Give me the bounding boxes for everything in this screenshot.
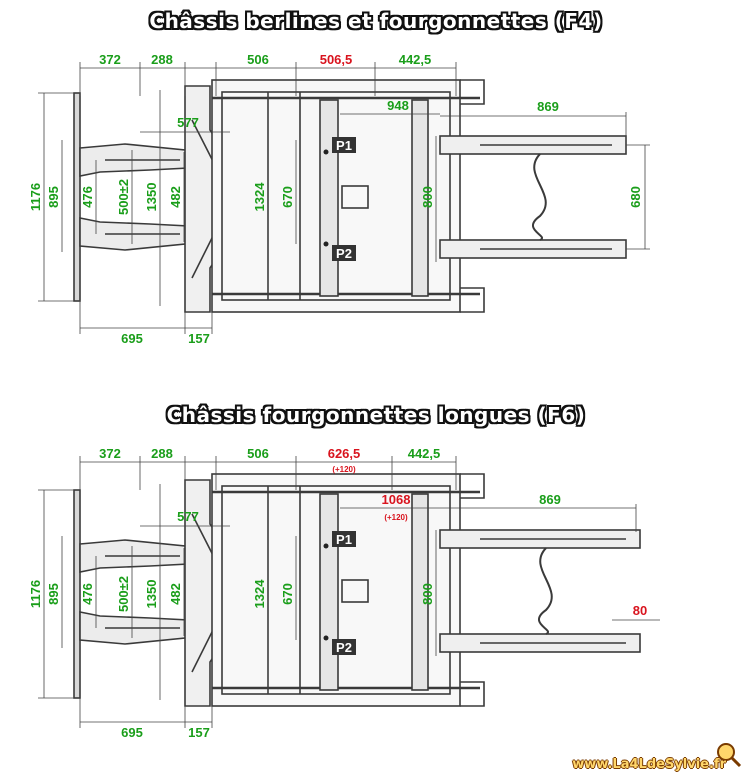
dim-1324: 1324 bbox=[252, 182, 267, 212]
diagram2-reference-points: P1 P2 bbox=[323, 531, 356, 655]
dim-869: 869 bbox=[537, 99, 559, 114]
dim-482: 482 bbox=[168, 186, 183, 208]
diagram1-title: Châssis berlines et fourgonnettes (F4) bbox=[149, 9, 603, 33]
dim-695: 695 bbox=[121, 331, 143, 346]
dim-1068-note: (+120) bbox=[384, 513, 408, 522]
dim-948: 948 bbox=[387, 98, 409, 113]
diagram2-dimensions: 372 288 506 626,5 (+120) 442,5 1068 (+12… bbox=[28, 446, 647, 740]
p1-label: P1 bbox=[336, 138, 352, 153]
p2-label: P2 bbox=[336, 640, 352, 655]
p1-label: P1 bbox=[336, 532, 352, 547]
dim-442-5: 442,5 bbox=[399, 52, 432, 67]
dim-476: 476 bbox=[80, 583, 95, 605]
p2-label-box bbox=[332, 245, 356, 261]
dim-500: 500±2 bbox=[116, 576, 131, 612]
p1-label-box bbox=[332, 137, 356, 153]
dim-288: 288 bbox=[151, 446, 173, 461]
dim-1350: 1350 bbox=[144, 183, 159, 212]
dim-680: 680 bbox=[628, 186, 643, 208]
dim-577: 577 bbox=[177, 509, 199, 524]
dim-626-5: 626,5 bbox=[328, 446, 361, 461]
dim-695: 695 bbox=[121, 725, 143, 740]
diagram2-frame bbox=[73, 473, 641, 707]
diagram1-dimensions: 372 288 506 506,5 442,5 948 869 577 1176… bbox=[28, 52, 643, 346]
dim-372: 372 bbox=[99, 446, 121, 461]
dim-80: 80 bbox=[633, 603, 647, 618]
dim-500: 500±2 bbox=[116, 179, 131, 215]
dim-157: 157 bbox=[188, 725, 210, 740]
dim-895: 895 bbox=[46, 186, 61, 208]
dim-442-5: 442,5 bbox=[408, 446, 441, 461]
dim-506: 506 bbox=[247, 446, 269, 461]
diagram2-title: Châssis fourgonnettes longues (F6) bbox=[166, 403, 586, 427]
p1-label-box bbox=[332, 531, 356, 547]
dim-1068: 1068 bbox=[382, 492, 411, 507]
dim-506: 506 bbox=[247, 52, 269, 67]
dim-506-5: 506,5 bbox=[320, 52, 353, 67]
p2-label: P2 bbox=[336, 246, 352, 261]
dim-670: 670 bbox=[280, 186, 295, 208]
dim-1350: 1350 bbox=[144, 580, 159, 609]
dim-1324: 1324 bbox=[252, 579, 267, 609]
dim-288: 288 bbox=[151, 52, 173, 67]
dim-372: 372 bbox=[99, 52, 121, 67]
watermark: www.La4LdeSylvie.fr bbox=[572, 757, 726, 772]
dim-869: 869 bbox=[539, 492, 561, 507]
dim-800: 800 bbox=[420, 186, 435, 208]
dim-626-5-note: (+120) bbox=[332, 465, 356, 474]
magnifier-icon bbox=[717, 743, 742, 768]
diagram2-dimension-lines bbox=[38, 456, 660, 728]
diagram1-reference-points: P1 P2 bbox=[323, 137, 356, 261]
dim-577: 577 bbox=[177, 115, 199, 130]
dim-1176: 1176 bbox=[28, 580, 43, 608]
dim-476: 476 bbox=[80, 186, 95, 208]
dim-670: 670 bbox=[280, 583, 295, 605]
dim-895: 895 bbox=[46, 583, 61, 605]
dim-157: 157 bbox=[188, 331, 210, 346]
dim-800: 800 bbox=[420, 583, 435, 605]
diagram1-dimension-lines bbox=[38, 62, 650, 334]
dim-1176: 1176 bbox=[28, 183, 43, 211]
dim-482: 482 bbox=[168, 583, 183, 605]
p2-label-box bbox=[332, 639, 356, 655]
diagram1-frame bbox=[73, 79, 627, 313]
